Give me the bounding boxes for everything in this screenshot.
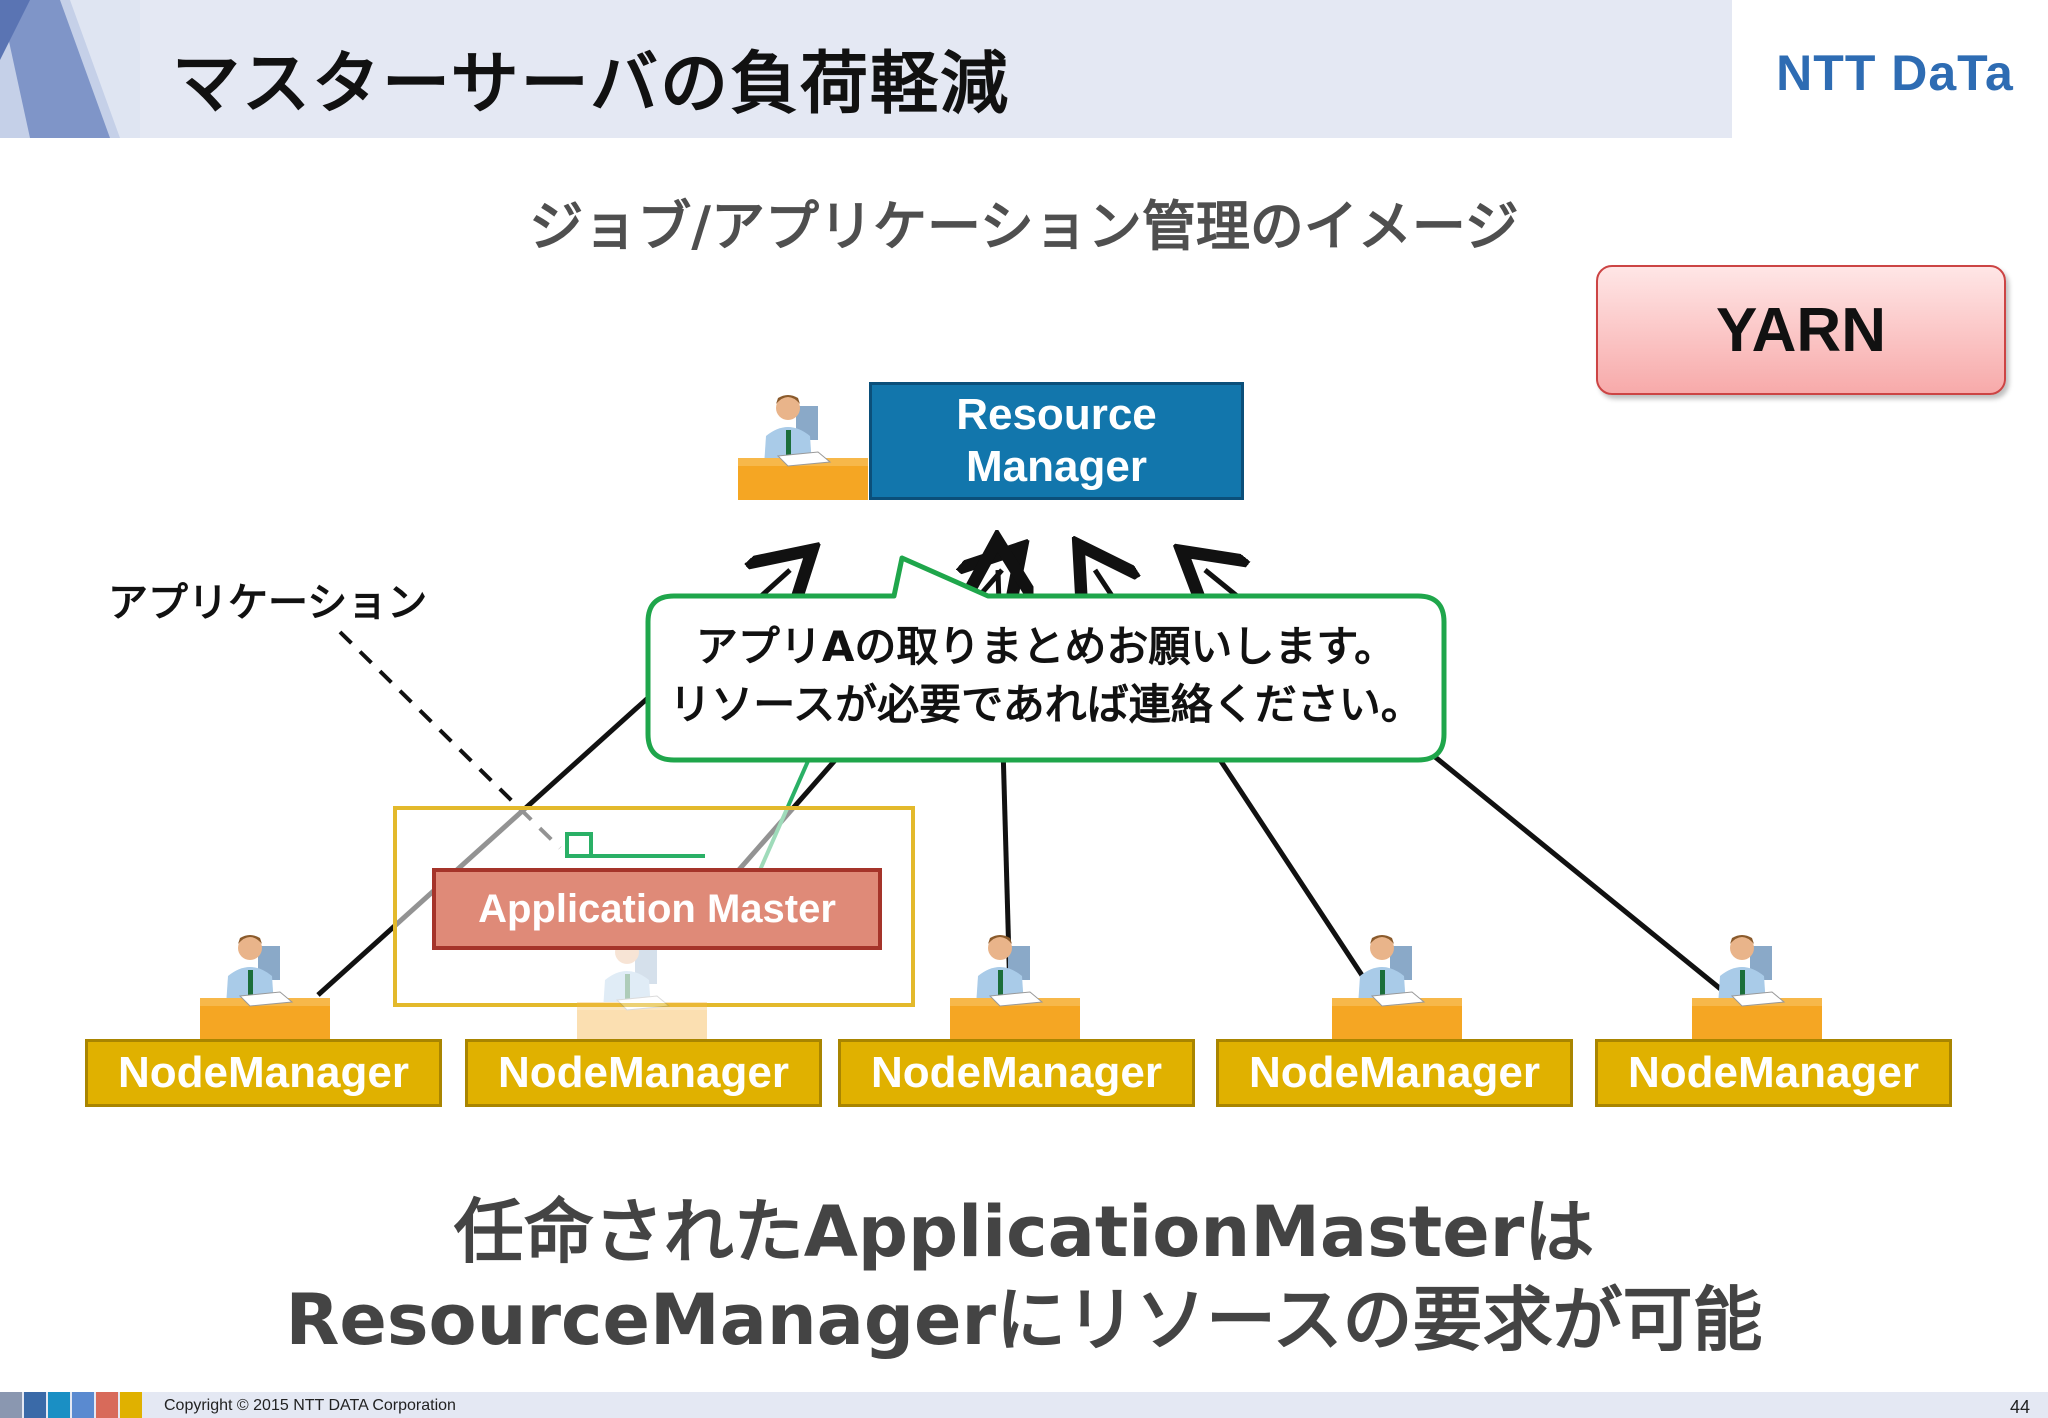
node-manager-label: NodeManager [118, 1048, 409, 1097]
resource-manager-box: Resource Manager [869, 382, 1244, 500]
application-label: アプリケーション [108, 580, 428, 626]
footer-color-square [48, 1392, 70, 1418]
person-nm4 [1331, 934, 1463, 1041]
conclusion-text: 任命されたApplicationMasterは ResourceManagerに… [0, 1188, 2048, 1364]
node-manager-label: NodeManager [498, 1048, 789, 1097]
callout-line2: リソースが必要であれば連絡ください。 [669, 680, 1423, 729]
conclusion-line2: ResourceManagerにリソースの要求が可能 [285, 1279, 1763, 1361]
node-manager-1: NodeManager [85, 1039, 442, 1107]
node-manager-label: NodeManager [1628, 1048, 1919, 1097]
node-manager-5: NodeManager [1595, 1039, 1952, 1107]
header-decoration [0, 0, 140, 138]
person-nm5 [1691, 934, 1823, 1041]
application-master-box: Application Master [432, 868, 882, 950]
person-nm3 [949, 934, 1081, 1041]
page-number: 44 [2009, 1397, 2030, 1417]
resource-manager-label-line1: Resource [956, 390, 1157, 439]
callout-line1: アプリAの取りまとめお願いします。 [695, 622, 1397, 671]
ntt-data-logo: NTT DaTa [1776, 45, 2014, 101]
person-rm [737, 394, 869, 501]
callout-bubble [645, 555, 1447, 763]
footer-bar [0, 1392, 2048, 1418]
slide-title: マスターサーバの負荷軽減 [172, 45, 1010, 124]
node-manager-3: NodeManager [838, 1039, 1195, 1107]
callout-text: アプリAの取りまとめお願いします。 リソースが必要であれば連絡ください。 [648, 618, 1444, 734]
callout-hook [565, 832, 705, 858]
logo-area [1732, 0, 2048, 138]
diagram-subtitle: ジョブ/アプリケーション管理のイメージ [529, 195, 1519, 258]
footer-color-square [120, 1392, 142, 1418]
yarn-badge-label: YARN [1716, 295, 1886, 365]
footer-color-square [0, 1392, 22, 1418]
node-manager-label: NodeManager [1249, 1048, 1540, 1097]
person-nm1 [199, 934, 331, 1041]
resource-manager-label-line2: Manager [966, 442, 1147, 491]
footer-color-square [24, 1392, 46, 1418]
copyright-text: Copyright © 2015 NTT DATA Corporation [164, 1397, 456, 1414]
header-bar [0, 0, 2048, 138]
node-manager-label: NodeManager [871, 1048, 1162, 1097]
node-manager-4: NodeManager [1216, 1039, 1573, 1107]
conclusion-line1: 任命されたApplicationMasterは [453, 1191, 1595, 1273]
footer-color-square [96, 1392, 118, 1418]
footer-color-square [72, 1392, 94, 1418]
application-master-label: Application Master [478, 886, 836, 931]
yarn-badge: YARN [1596, 265, 2006, 395]
node-manager-2: NodeManager [465, 1039, 822, 1107]
